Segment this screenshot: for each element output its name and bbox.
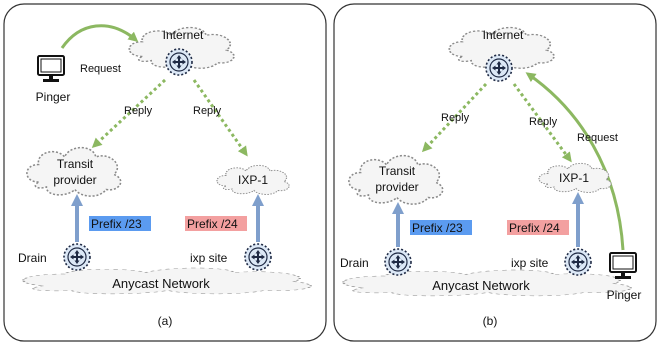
prefix-transit-badge — [89, 216, 151, 231]
pinger-label: Pinger — [607, 288, 642, 302]
ixp-site-label: ixp site — [511, 256, 549, 270]
transit-label-line1: Transit — [379, 164, 416, 178]
ixp-label: IXP-1 — [238, 173, 268, 187]
ixp-label: IXP-1 — [559, 171, 589, 185]
drain-router-icon — [384, 248, 412, 276]
computer-monitor-icon — [37, 55, 65, 83]
computer-monitor-icon — [609, 252, 637, 280]
ixp-site-router-icon — [564, 248, 592, 276]
reply-arrow-right — [512, 83, 572, 163]
anycast-network-label: Anycast Network — [432, 278, 530, 293]
panel-a: Internet Pinger Request Reply Reply Tran… — [3, 3, 327, 342]
transit-label-line1: Transit — [57, 157, 94, 171]
anycast-network-cloud — [22, 267, 312, 295]
pinger-label: Pinger — [36, 90, 71, 104]
panel-b-caption: (b) — [483, 314, 498, 328]
transit-provider-cloud — [26, 146, 122, 197]
drain-router-icon — [63, 243, 91, 271]
prefix-transit-badge — [410, 220, 472, 235]
prefix-ixp-badge — [185, 216, 247, 231]
drain-label: Drain — [18, 251, 47, 265]
internet-router-icon — [165, 48, 193, 76]
panel-b-frame — [333, 3, 657, 342]
ixp-site-router-icon — [244, 243, 272, 271]
request-arrow — [60, 24, 139, 49]
prefix-ixp-label: Prefix /24 — [509, 221, 560, 235]
drain-label: Drain — [340, 256, 369, 270]
prefix-ixp-label: Prefix /24 — [187, 217, 238, 231]
request-label: Request — [577, 132, 618, 144]
panel-a-frame — [3, 3, 327, 342]
reply-left-label: Reply — [441, 112, 470, 124]
prefix-transit-label: Prefix /23 — [412, 221, 463, 235]
internet-router-icon — [485, 54, 513, 82]
reply-arrow-right — [192, 79, 248, 157]
panel-a-caption: (a) — [158, 314, 173, 328]
request-label: Request — [80, 63, 121, 75]
request-arrow — [525, 72, 625, 251]
transit-label-line2: provider — [53, 173, 96, 187]
internet-label: Internet — [483, 28, 524, 42]
transit-label-line2: provider — [375, 180, 418, 194]
panel-b: Internet Reply Reply Request Transit pro… — [333, 3, 657, 342]
internet-label: Internet — [163, 28, 204, 42]
reply-left-label: Reply — [124, 105, 153, 117]
reply-arrow-left — [91, 78, 167, 149]
prefix-transit-label: Prefix /23 — [91, 217, 142, 231]
reply-right-label: Reply — [529, 116, 558, 128]
prefix-ixp-badge — [507, 220, 569, 235]
anycast-network-label: Anycast Network — [112, 276, 210, 291]
reply-right-label: Reply — [193, 105, 222, 117]
ixp-site-label: ixp site — [190, 251, 228, 265]
